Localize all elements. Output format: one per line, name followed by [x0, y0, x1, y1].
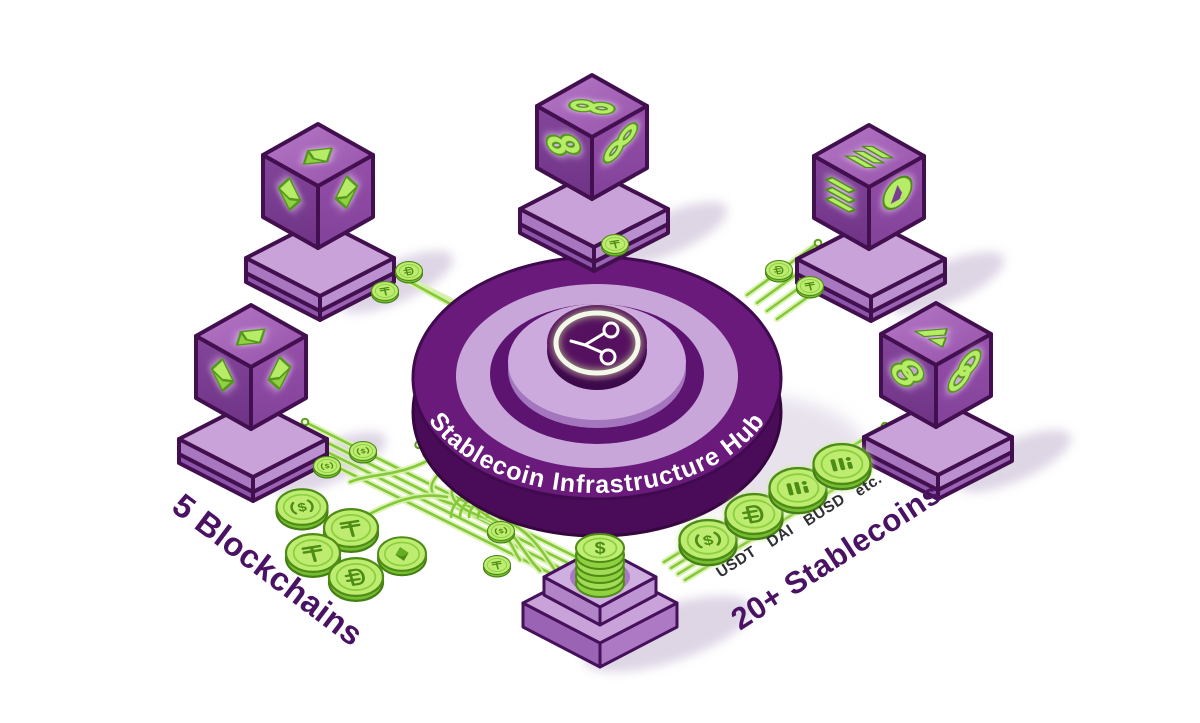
connector-pin-icon — [300, 417, 310, 427]
blockchain-cube-top-right — [795, 123, 947, 323]
trace-coin — [312, 455, 342, 479]
coin-stack — [575, 533, 625, 598]
blockchain-coin — [327, 556, 385, 602]
central-hub: Stablecoin Infrastructure Hub — [411, 255, 783, 538]
blockchain-coin — [275, 488, 329, 531]
trace-coin — [486, 520, 516, 544]
trace-coin — [795, 275, 825, 299]
blockchain-coin — [322, 507, 380, 553]
blockchain-cube-right — [862, 301, 1014, 501]
stablecoin-coin — [768, 466, 828, 515]
trace-coin — [370, 280, 400, 304]
blockchain-cube-left — [177, 303, 329, 503]
cube-base-platform — [795, 219, 947, 323]
trace-coin — [394, 260, 424, 284]
trace-coin — [482, 554, 512, 578]
dollar-icon — [594, 538, 606, 558]
trace-coin — [600, 233, 630, 257]
trace-coin — [348, 440, 378, 464]
cube-base-platform — [862, 397, 1014, 501]
blockchain-cube-top-left — [244, 122, 396, 322]
blockchain-cubes — [177, 73, 1014, 503]
cube-base-platform — [244, 218, 396, 322]
stablecoin-coin — [812, 442, 872, 491]
hub-glow-ring — [553, 310, 641, 376]
stablecoin-coin — [724, 492, 784, 541]
coins — [275, 233, 872, 602]
blockchain-coin — [376, 536, 428, 577]
blockchain-coin — [284, 532, 342, 578]
cube-base-platform — [518, 169, 670, 273]
blockchain-cube-top — [518, 73, 670, 273]
trace-coin — [764, 259, 794, 283]
stablecoin-coin — [678, 518, 738, 567]
share-nodes-icon — [569, 321, 620, 366]
